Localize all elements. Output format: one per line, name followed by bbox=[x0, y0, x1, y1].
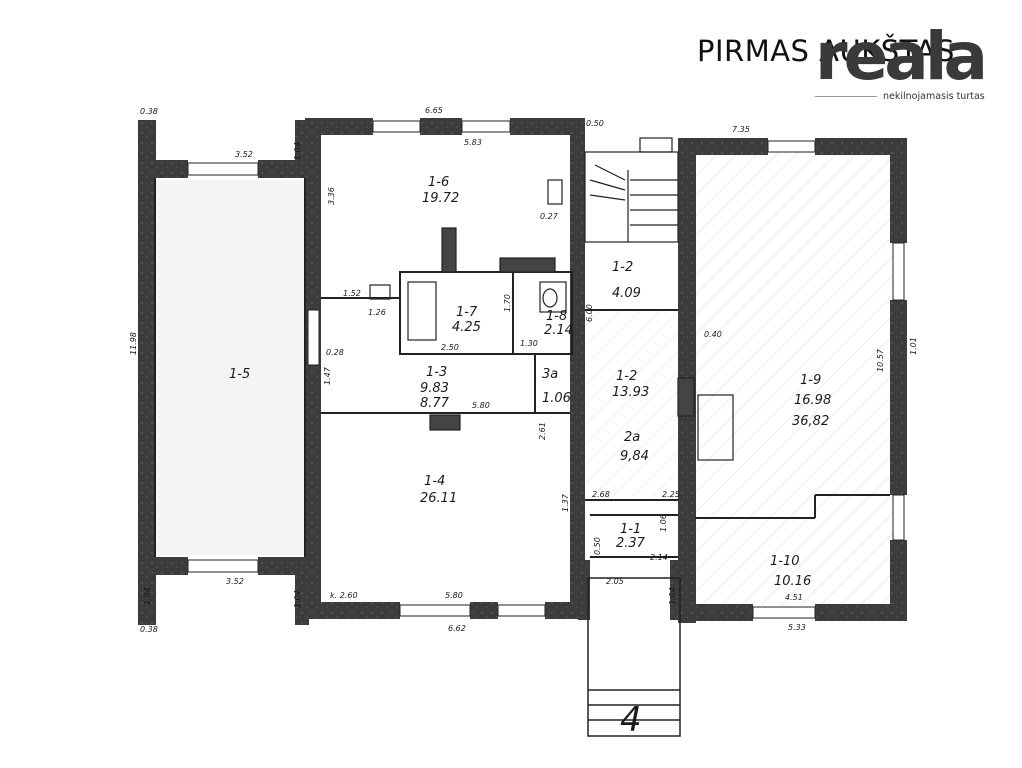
room-1-2-area: 4.09 bbox=[612, 286, 641, 301]
room-1-9-area2: 36,82 bbox=[792, 414, 829, 429]
dim-152: 1.52 bbox=[343, 289, 361, 298]
dim-170: 1.70 bbox=[503, 294, 512, 312]
room-1-1-label: 1-1 bbox=[620, 522, 641, 537]
dim-k-height: k. 2.60 bbox=[330, 591, 358, 600]
dim-bottom-overall: 6.62 bbox=[448, 624, 466, 633]
room-1-2b-label: 1-2 bbox=[616, 369, 637, 384]
dim-bottom-inner: 5.80 bbox=[445, 591, 463, 600]
dim-050: 0.50 bbox=[593, 537, 602, 555]
dim-106: 1.06 bbox=[659, 514, 668, 532]
dim-205: 2.05 bbox=[606, 577, 624, 586]
dim-147: 1.47 bbox=[323, 366, 332, 385]
room-1-3-area2: 8.77 bbox=[420, 396, 450, 411]
dim-right-inner: 10.57 bbox=[876, 348, 885, 372]
dim-580: 5.80 bbox=[472, 401, 490, 410]
dim-214: 2.14 bbox=[650, 553, 668, 562]
logo-tagline: nekilnojamasis turtas bbox=[883, 91, 985, 102]
dim-027: 0.27 bbox=[540, 212, 559, 221]
dim-right-width-small: 4.51 bbox=[785, 593, 803, 602]
dim-left-height: 11.98 bbox=[129, 332, 138, 355]
dim-right-bottom: 5.33 bbox=[788, 623, 806, 632]
room-1-1-area: 2.37 bbox=[616, 536, 646, 551]
dim-028: 0.28 bbox=[326, 348, 344, 357]
dim-268: 2.68 bbox=[592, 490, 610, 499]
dim-top-overall: 6.65 bbox=[425, 106, 443, 115]
room-1-6-area: 19.72 bbox=[422, 191, 459, 206]
room-1-2b-area: 13.93 bbox=[612, 385, 649, 400]
room-1-3-label: 1-3 bbox=[426, 365, 447, 380]
dim-left-corner-top: 0.38 bbox=[140, 107, 158, 116]
room-1-10-area: 10.16 bbox=[774, 574, 811, 589]
room-1-10-label: 1-10 bbox=[770, 554, 800, 569]
room-1-7-label: 1-7 bbox=[456, 305, 478, 320]
dim-261: 2.61 bbox=[538, 422, 547, 440]
room-3a-label: 3a bbox=[542, 367, 558, 382]
room-1-9-area: 16.98 bbox=[794, 393, 831, 408]
dim-336: 3.36 bbox=[327, 187, 336, 205]
room-1-8-label: 1-8 bbox=[546, 309, 567, 324]
dim-left-corner-bottom: 0.38 bbox=[140, 625, 158, 634]
room-1-8-area: 2.14 bbox=[544, 323, 573, 338]
dimension-labels: 0.38 6.65 5.83 3.52 3.52 6.62 5.80 7.35 … bbox=[129, 106, 918, 634]
dim-130: 1.30 bbox=[520, 339, 538, 348]
dim-104b: 1.04 bbox=[143, 587, 152, 605]
logo-divider bbox=[815, 96, 877, 97]
dim-left-top-width: 3.52 bbox=[235, 150, 253, 159]
room-1-9-label: 1-9 bbox=[800, 373, 821, 388]
room-1-4-area: 26.11 bbox=[420, 491, 457, 506]
room-1-4-label: 1-4 bbox=[424, 474, 445, 489]
dim-101: 1.01 bbox=[909, 337, 918, 355]
room-2a-area: 9,84 bbox=[620, 449, 649, 464]
hatched-areas bbox=[155, 150, 893, 605]
room-1-5-label: 1-5 bbox=[229, 367, 250, 382]
dim-top-inner: 5.83 bbox=[464, 138, 482, 147]
fixtures bbox=[369, 179, 734, 461]
dim-250: 2.50 bbox=[441, 343, 459, 352]
dim-left-bottom-width: 3.52 bbox=[226, 577, 244, 586]
room-3a-area: 1.06 bbox=[542, 391, 571, 406]
dim-corner-50: 0.50 bbox=[586, 119, 604, 128]
room-2a-label: 2a bbox=[624, 430, 640, 445]
room-1-3-area: 9.83 bbox=[420, 381, 449, 396]
dim-600: 6.00 bbox=[585, 304, 594, 322]
room-1-7-area: 4.25 bbox=[452, 320, 481, 335]
dim-225: 2.25 bbox=[662, 490, 680, 499]
dim-126: 1.26 bbox=[368, 308, 386, 317]
logo-wordmark: reala bbox=[815, 18, 988, 95]
partitions bbox=[154, 178, 890, 558]
walls bbox=[138, 118, 907, 625]
dim-040: 0.40 bbox=[704, 330, 722, 339]
dim-104d: 1.04 bbox=[668, 587, 677, 605]
room-labels: 1-6 19.72 1-5 1-7 4.25 1-8 2.14 1-3 9.83… bbox=[229, 175, 831, 589]
stair-number: 4 bbox=[620, 700, 642, 740]
room-1-6-label: 1-6 bbox=[428, 175, 449, 190]
room-1-2-label: 1-2 bbox=[612, 260, 633, 275]
staircase bbox=[584, 137, 679, 243]
company-logo: reala nekilnojamasis turtas bbox=[815, 22, 990, 104]
dim-104c: 1.04 bbox=[293, 590, 302, 608]
page-title: PIRMAS AUKŠTAS bbox=[697, 34, 955, 68]
dim-right-top: 7.35 bbox=[732, 125, 750, 134]
dim-104a: 1.04 bbox=[293, 142, 302, 160]
windows bbox=[187, 120, 905, 619]
entrance-steps bbox=[587, 577, 681, 737]
dim-137: 1.37 bbox=[561, 493, 570, 512]
